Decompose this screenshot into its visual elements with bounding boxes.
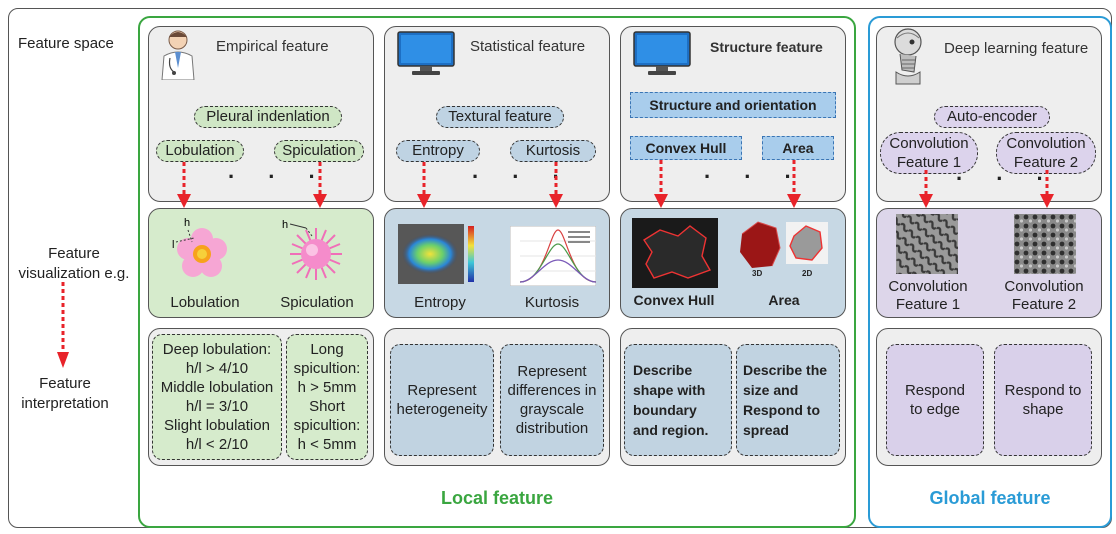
convolution-feature-1-pill: Convolution Feature 1 — [880, 132, 978, 174]
lobulation-vis-label: Lobulation — [170, 294, 240, 311]
shape-interpretation-box: Respond to shape — [994, 344, 1092, 456]
local-feature-group — [138, 16, 856, 528]
empirical-dots: . . . — [228, 158, 329, 183]
convolution-feature-2-vis-label: Convolution Feature 2 — [1004, 278, 1084, 313]
empirical-arrow-left — [177, 162, 191, 208]
area-interpretation-box: Describe the size and Respond to spread — [736, 344, 840, 456]
monitor-icon — [397, 31, 455, 75]
global-feature-group — [868, 16, 1112, 528]
auto-encoder-pill: Auto-encoder — [934, 106, 1050, 128]
kurtosis-vis-label: Kurtosis — [524, 294, 580, 311]
feature-interpretation-label: Feature interpretation — [21, 375, 109, 412]
entropy-vis-label: Entropy — [414, 294, 466, 311]
structure-arrow-left — [654, 160, 668, 208]
area-vis-label: Area — [768, 292, 800, 308]
kurtosis-interpretation-box: Represent differences in grayscale distr… — [500, 344, 604, 456]
left-dashed-arrow — [57, 282, 69, 368]
lobulation-h-mark: h — [184, 217, 190, 229]
structure-dots: . . . — [704, 158, 805, 183]
kurtosis-pill: Kurtosis — [510, 140, 596, 162]
structure-arrow-right — [787, 160, 801, 208]
lobulation-pill: Lobulation — [156, 140, 244, 162]
spiculation-pill: Spiculation — [274, 140, 364, 162]
area-box: Area — [762, 136, 834, 160]
empirical-feature-title: Empirical feature — [216, 38, 329, 55]
pleural-indentation-pill: Pleural indenlation — [194, 106, 342, 128]
structure-orientation-box: Structure and orientation — [630, 92, 836, 118]
deep-dots: . . . — [956, 160, 1057, 185]
lobulation-image: h l — [172, 217, 227, 277]
convolution-feature-2-pill: Convolution Feature 2 — [996, 132, 1096, 174]
structure-feature-title: Structure feature — [710, 39, 823, 55]
convolution-feature-1-vis-label: Convolution Feature 1 — [888, 278, 968, 313]
global-feature-title: Global feature — [929, 488, 1051, 508]
area-image: 3D 2D — [740, 221, 828, 278]
kurtosis-image — [510, 226, 596, 286]
deep-arrow-left — [919, 170, 933, 208]
doctor-icon — [161, 30, 195, 80]
feature-space-label: Feature space — [18, 35, 114, 52]
area-2d-label: 2D — [802, 269, 812, 278]
spiculation-vis-label: Spiculation — [280, 294, 354, 311]
statistical-arrow-right — [549, 162, 563, 208]
convex-hull-vis-label: Convex Hull — [633, 292, 715, 308]
edge-interpretation-box: Respond to edge — [886, 344, 984, 456]
robot-head-icon — [894, 28, 922, 85]
entropy-image — [398, 224, 474, 284]
deep-arrow-right — [1040, 170, 1054, 208]
feature-visualization-label: Feature visualization e.g. — [18, 245, 130, 282]
convex-hull-image — [632, 218, 718, 288]
convolution-feature-2-image — [1014, 214, 1076, 274]
deep-learning-feature-title: Deep learning feature — [944, 40, 1089, 57]
lobulation-interpretation-box: Deep lobulation: h/l > 4/10 Middle lobul… — [152, 334, 282, 460]
entropy-pill: Entropy — [396, 140, 480, 162]
entropy-interpretation-box: Represent heterogeneity — [390, 344, 494, 456]
statistical-feature-title: Statistical feature — [470, 38, 586, 55]
spiculation-image: h — [282, 219, 342, 280]
convolution-feature-1-image — [896, 214, 958, 274]
empirical-arrow-right — [313, 162, 327, 208]
spiculation-h-mark: h — [282, 219, 288, 231]
spiculation-interpretation-box: Long spicultion: h > 5mm Short spicultio… — [286, 334, 368, 460]
area-3d-label: 3D — [752, 269, 762, 278]
convex-hull-interpretation-box: Describe shape with boundary and region. — [624, 344, 732, 456]
local-feature-title: Local feature — [440, 488, 554, 508]
lobulation-l-mark: l — [172, 239, 174, 251]
convex-hull-box: Convex Hull — [630, 136, 742, 160]
textural-feature-pill: Textural feature — [436, 106, 564, 128]
monitor-icon — [633, 31, 691, 75]
statistical-dots: . . . — [472, 158, 573, 183]
statistical-arrow-left — [417, 162, 431, 208]
